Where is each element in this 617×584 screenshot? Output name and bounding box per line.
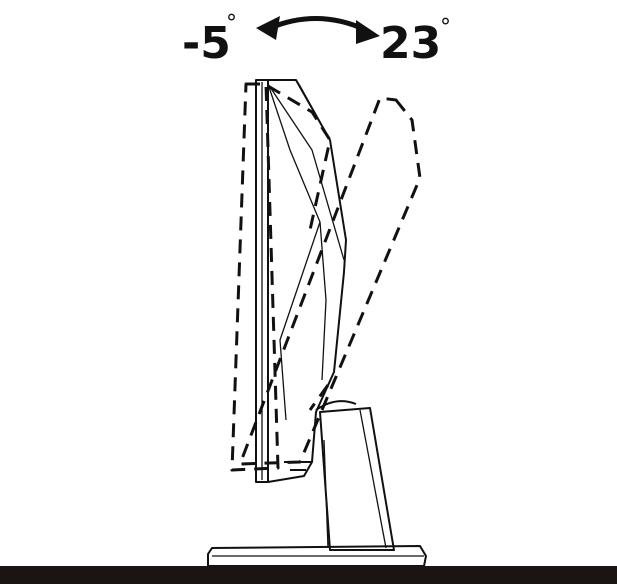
monitor-outline-minus-5-deg xyxy=(230,82,280,472)
monitor-stand xyxy=(207,400,427,567)
forward-tilt-value: 23 xyxy=(380,18,441,69)
backward-tilt-value: -5 xyxy=(182,18,231,69)
tilt-range-labels: -5 ° 23 ° xyxy=(182,11,451,69)
desk-surface xyxy=(0,566,617,584)
monitor-upright xyxy=(255,79,347,483)
backward-tilt-degree-symbol: ° xyxy=(226,11,237,36)
forward-tilt-degree-symbol: ° xyxy=(440,15,451,40)
stand-hinge xyxy=(315,400,357,411)
tilt-arrow-icon xyxy=(256,15,380,44)
back-cover xyxy=(267,79,347,483)
